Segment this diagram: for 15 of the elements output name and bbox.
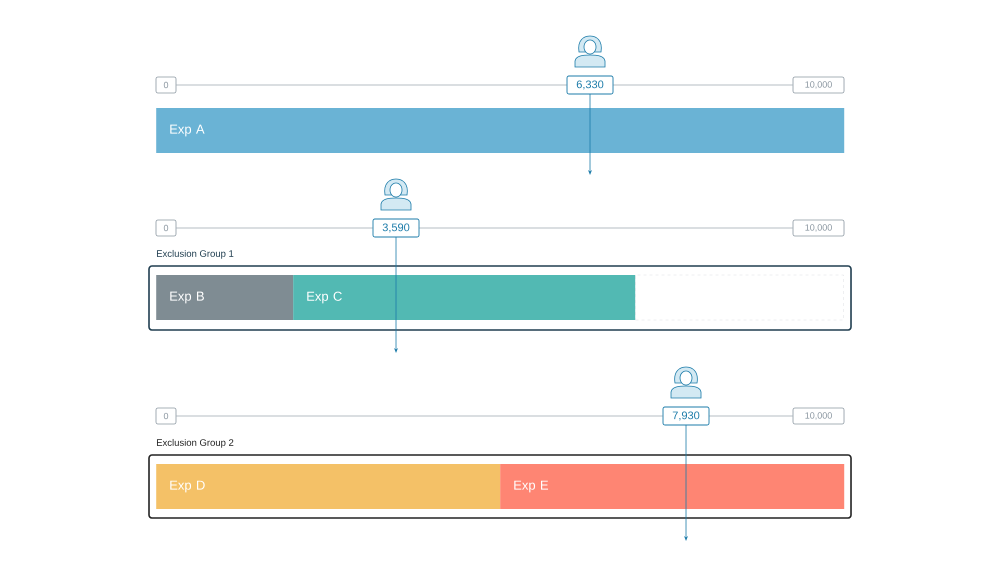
scale-label: 10,000 — [792, 220, 844, 236]
experiment-bar: Exp D — [156, 464, 500, 509]
node-label: Exclusion Group 1 — [156, 250, 234, 259]
scale-label: 0 — [156, 220, 176, 236]
experiment-bar: Exp E — [500, 464, 844, 509]
experiment-bar: Exp B — [156, 275, 294, 320]
scale-label: 0 — [156, 408, 176, 424]
scale-label: 10,000 — [792, 76, 844, 94]
node-label: Exclusion Group 2 — [156, 438, 234, 448]
experiment-bar: Exp A — [156, 108, 844, 153]
scale-label: 0 — [156, 76, 176, 94]
experiment-bar: Exp C — [293, 275, 636, 320]
scale-line — [176, 84, 568, 86]
scale-line — [612, 84, 794, 86]
scale-label: 10,000 — [792, 408, 844, 424]
